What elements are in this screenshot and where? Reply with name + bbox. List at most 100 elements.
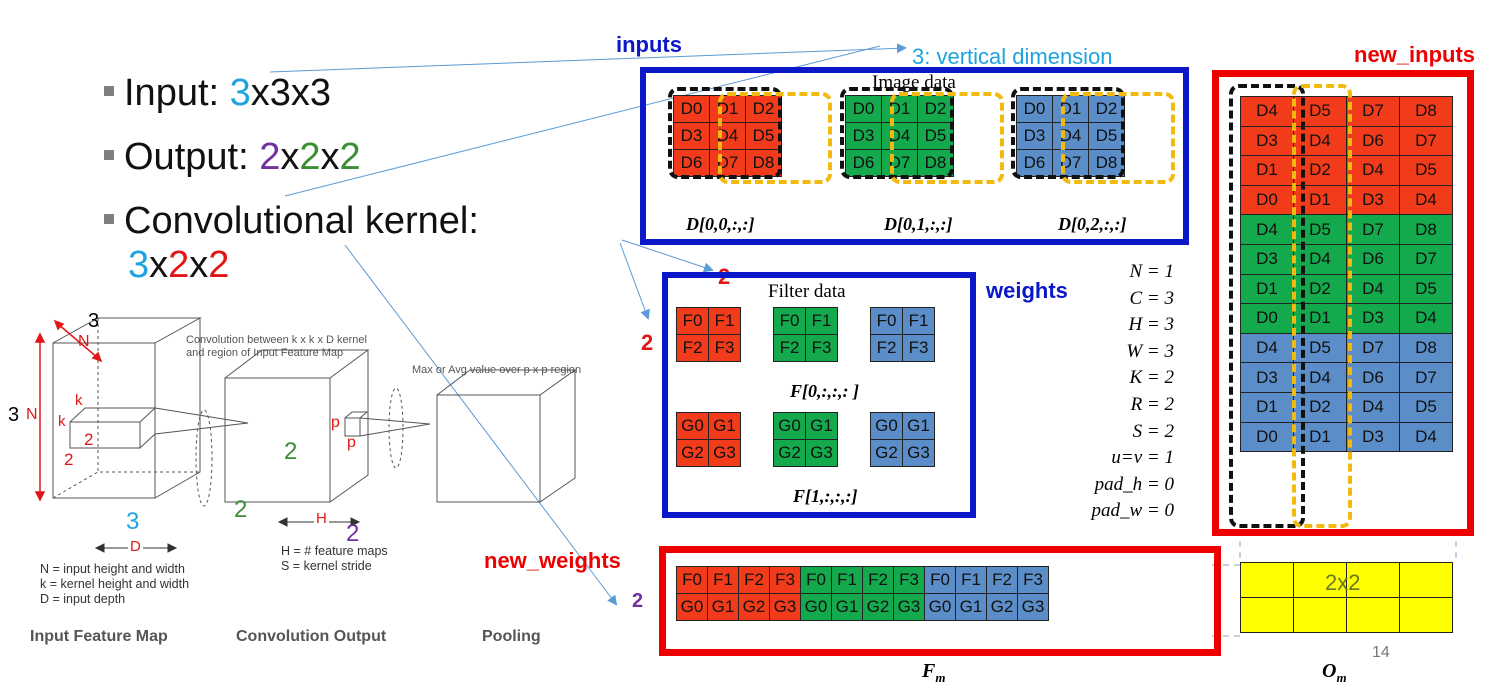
grid-cell: D4 [1052,122,1089,150]
grid-cell: D7 [1399,362,1453,393]
param-line: C = 3 [1129,287,1175,309]
caption-d1: D[0,1,:,:] [884,214,953,234]
legend-mid-text: H = # feature maps S = kernel stride [281,544,388,573]
grid-cell: F3 [805,334,838,362]
grid-cell: D6 [1346,362,1400,393]
grid-cell: D6 [1016,149,1053,177]
grid-cell: F3 [708,334,741,362]
om-cell [1346,562,1400,598]
grid-cell: D7 [1346,332,1400,364]
param-line: pad_h = 0 [1094,473,1174,495]
grid-cell: D6 [673,149,710,177]
grid-cell: D5 [745,122,782,150]
arrow-kernel-to-new-weights [344,244,618,606]
grid-cell: D6 [845,149,882,177]
p-side: p [347,434,356,451]
param-line: pad_w = 0 [1091,500,1175,522]
param-line: N = 1 [1129,261,1175,282]
column-black-window [1229,84,1305,528]
bullet-marker [104,149,114,160]
grid-cell: D4 [881,122,918,150]
grid-cell: D3 [845,122,882,150]
inputs-frame [640,67,1189,245]
window-yellow-d2 [1061,92,1175,184]
om-cell [1240,562,1294,598]
caption-f0: F[0,:,:,: ] [790,381,859,401]
grid-cell: D7 [1399,125,1453,157]
dim-3-top: 3 [88,310,100,332]
dim-N-side: N [26,406,38,423]
weights-frame [662,272,976,518]
cnn-figure [34,317,577,553]
grid-cell: G2 [986,593,1018,621]
new-weights-arrow-2: 2 [632,590,644,612]
conv-note-text: Convolution between k x k x D kernel and… [186,334,367,359]
conv-note: Convolution between k x k x D kernel and… [186,334,367,360]
grid-cell: G1 [831,593,863,621]
grid-cell: F2 [738,566,770,594]
grid-cell: D2 [1088,95,1125,123]
dim-3-left: 3 [8,404,20,426]
om-cell [1240,597,1294,633]
filter-size-left: 2 [641,330,654,355]
grid-cell: G0 [800,593,832,621]
grid-cell: F3 [902,334,935,362]
bullet-kernel-dims: 3x2x2 [128,244,230,286]
new-inputs-label: new_inputs [1354,42,1476,67]
legend-left-text: N = input height and width k = kernel he… [40,562,190,606]
grid-cell: G3 [902,439,935,467]
caption-d2: D[0,2,:,:] [1058,214,1127,234]
new-weights-frame [659,546,1221,656]
grid-cell: G1 [902,412,935,440]
om-cell [1293,597,1347,633]
caption-d0: D[0,0,:,:] [686,214,755,234]
grid-cell: D3 [673,122,710,150]
grid-cell: G3 [893,593,925,621]
grid-cell: F3 [1017,566,1049,594]
grid-cell: G0 [676,593,708,621]
param-line: u=v = 1 [1111,447,1174,469]
grid-cell: D0 [673,95,710,123]
grid-cell: D1 [1240,391,1294,423]
grid-cell: G3 [708,439,741,467]
param-line: S = 2 [1132,420,1174,442]
k-top: k [75,392,83,409]
conv-2: 2 [284,438,298,465]
grid-cell: D5 [1399,273,1453,305]
grid-cell: F1 [805,307,838,335]
grid-cell: D7 [1346,96,1400,127]
param-line: R = 2 [1130,393,1174,415]
bullet-input: Input: 3x3x3 [104,72,331,115]
grid-cell: D3 [1240,243,1294,275]
bullet-marker [104,85,114,96]
filter-data-title: Filter data [768,281,846,302]
grid-cell: D4 [1346,273,1400,305]
grid-cell: G0 [870,412,903,440]
grid-cell: F1 [707,566,739,594]
grid-cell: D4 [1346,155,1400,186]
legend-mid: H = # feature maps S = kernel stride [281,544,388,574]
grid-cell: F3 [893,566,925,594]
grid-cell: D5 [1088,122,1125,150]
column-yellow-window [1292,84,1352,528]
grid-cell: D3 [1346,184,1400,216]
grid-cell: F0 [924,566,956,594]
